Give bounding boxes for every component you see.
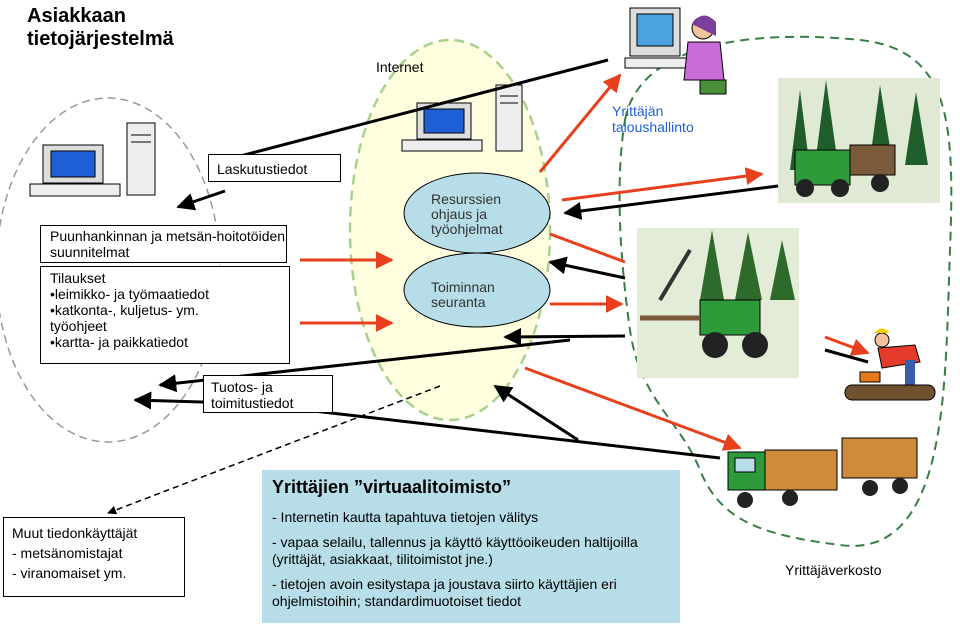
billing-data-box: Laskutustiedot [208,154,341,182]
orders-box: Tilaukset leimikko- ja työmaatiedot katk… [40,266,290,364]
customer-computer-icon [29,122,156,197]
other-users-item: - viranomaiset ym. [12,565,127,581]
monitoring-oval-label: Toiminnan seuranta [431,279,495,310]
harvest-plans-label: Puunhankinnan ja metsän-hoitotöiden suun… [50,228,286,260]
orders-item: leimikko- ja työmaatiedot [50,286,289,302]
data-flow-arrows [107,58,870,515]
accounting-label: Yrittäjän taloushallinto [612,103,694,135]
entrepreneur-network-border [618,35,953,547]
other-users-heading: Muut tiedonkäyttäjät [12,525,138,541]
monitoring-oval [403,252,551,328]
virtual-office-line: - Internetin kautta tapahtuva tietojen v… [272,509,539,525]
internet-label: Internet [376,59,424,75]
timber-truck-icon [727,437,918,508]
virtual-office-line: - vapaa selailu, tallennus ja käyttö käy… [272,534,638,567]
virtual-office-line: - tietojen avoin esitystapa ja joustava … [272,576,617,609]
harvester-scene-icon [637,228,799,378]
resource-oval-label: Resurssien ohjaus ja työohjelmat [431,191,503,237]
lumberjack-icon [844,328,936,401]
orders-heading: Tilaukset [50,270,106,286]
page-title: Asiakkaan tietojärjestelmä [27,5,174,50]
network-label: Yrittäjäverkosto [785,562,882,578]
orders-item: katkonta-, kuljetus- ym. työohjeet [50,302,230,334]
billing-data-label: Laskutustiedot [217,161,308,177]
harvest-plans-box: Puunhankinnan ja metsän-hoitotöiden suun… [40,225,287,263]
other-users-box: Muut tiedonkäyttäjät - metsänomistajat -… [3,517,185,597]
output-delivery-label: Tuotos- ja toimitustiedot [211,379,294,411]
forwarder-scene-icon [778,78,940,203]
virtual-office-box: Yrittäjien ”virtuaalitoimisto” - Interne… [262,470,680,623]
other-users-item: - metsänomistajat [12,545,123,561]
internet-computer-icon [401,84,523,152]
output-delivery-box: Tuotos- ja toimitustiedot [203,375,333,413]
virtual-office-title: Yrittäjien ”virtuaalitoimisto” [272,477,512,497]
orders-item: kartta- ja paikkatiedot [50,334,289,350]
entrepreneur-accounting-icon [624,7,727,95]
